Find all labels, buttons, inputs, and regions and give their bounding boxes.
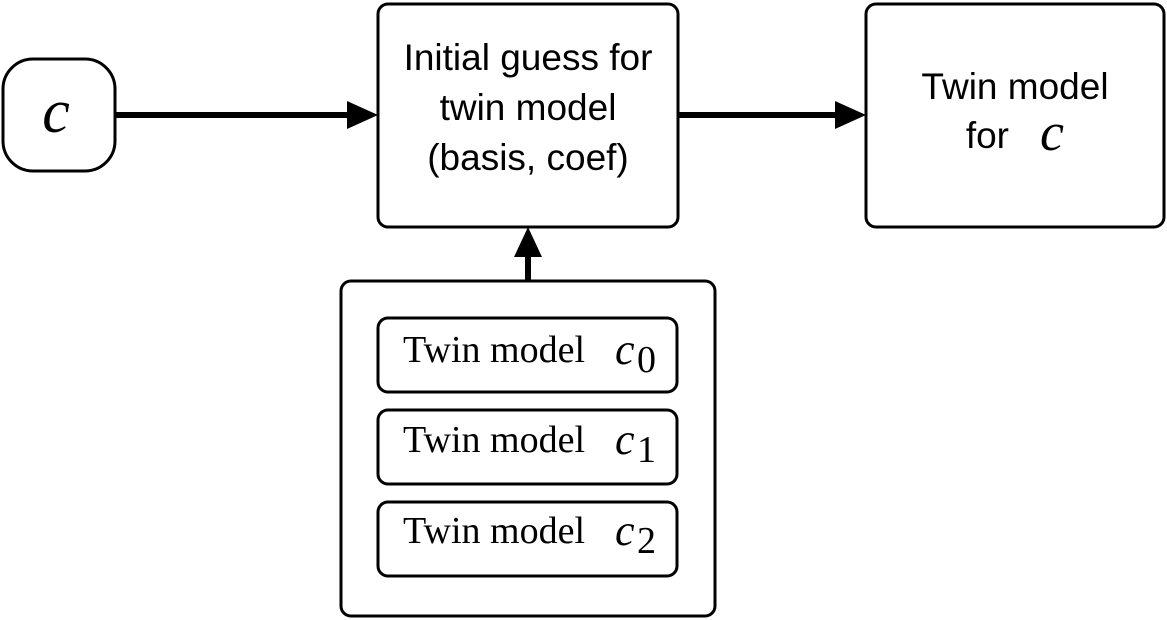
library-item-symbol: c	[615, 506, 635, 555]
library-item: Twin model c 2	[376, 500, 679, 578]
arrow-head	[514, 227, 542, 257]
library-item-label: Twin model	[403, 329, 585, 371]
guess-line-2: twin model	[440, 87, 617, 128]
guess-line-3: (basis, coef)	[427, 137, 629, 178]
library-item: Twin model c 0	[376, 316, 679, 394]
guess-line-1: Initial guess for	[404, 37, 653, 78]
arrow-input-to-guess	[115, 101, 378, 129]
twin-model-library: Twin model c 0 Twin model c 1 Twin model…	[339, 279, 717, 618]
library-item-subscript: 2	[637, 520, 656, 562]
output-line-2-text: for	[966, 115, 1009, 156]
library-item-symbol: c	[615, 415, 635, 464]
library-item: Twin model c 1	[376, 408, 679, 486]
library-item-label: Twin model	[403, 510, 585, 552]
output-symbol: c	[1040, 102, 1064, 162]
input-symbol: c	[42, 78, 70, 146]
library-item-subscript: 0	[637, 339, 656, 381]
library-item-shape	[376, 316, 679, 394]
input-node: c	[1, 57, 117, 173]
library-item-subscript: 1	[637, 429, 656, 471]
arrow-head	[835, 101, 866, 129]
output-shape	[864, 2, 1166, 229]
library-item-shape	[376, 408, 679, 486]
arrow-library-to-guess	[514, 227, 542, 281]
initial-guess-box: Initial guess for twin model (basis, coe…	[376, 2, 680, 229]
output-line-1: Twin model	[921, 66, 1108, 107]
library-item-shape	[376, 500, 679, 578]
library-item-label: Twin model	[403, 419, 585, 461]
arrow-head	[347, 101, 378, 129]
output-box: Twin model for c	[864, 2, 1166, 229]
library-item-symbol: c	[615, 325, 635, 374]
arrow-guess-to-output	[678, 101, 866, 129]
